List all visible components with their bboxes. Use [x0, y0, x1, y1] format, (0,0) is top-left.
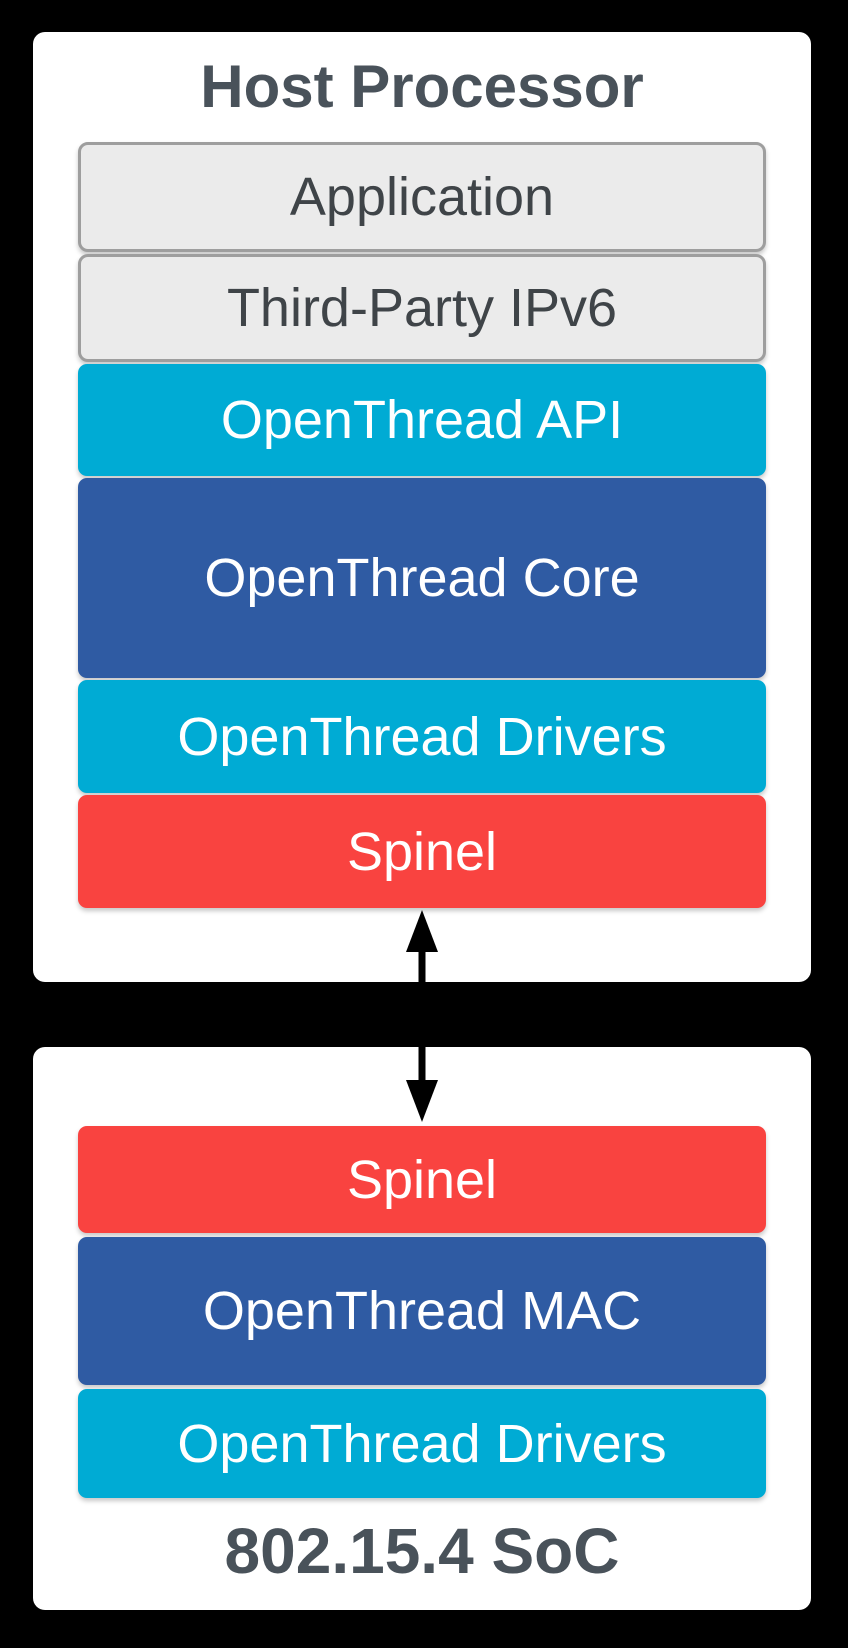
soc-panel-title: 802.15.4 SoC	[224, 1514, 620, 1587]
layer-label: Application	[289, 167, 555, 227]
bidirectional-arrow-icon	[406, 910, 438, 1122]
layer-label: Spinel	[346, 1149, 498, 1210]
layer-openthread-drivers-soc: OpenThread Drivers	[78, 1389, 766, 1498]
layer-openthread-core: OpenThread Core	[78, 478, 766, 678]
layer-label: OpenThread API	[220, 390, 624, 450]
layer-label: Third-Party IPv6	[226, 278, 618, 338]
layer-third-party-ipv6: Third-Party IPv6	[78, 254, 766, 362]
layer-application: Application	[78, 142, 766, 252]
layer-label: OpenThread Core	[204, 548, 640, 608]
layer-spinel-soc: Spinel	[78, 1126, 766, 1233]
layer-openthread-drivers-host: OpenThread Drivers	[78, 680, 766, 793]
soc-panel: Spinel OpenThread MAC OpenThread Drivers…	[33, 1047, 811, 1610]
layer-label: OpenThread MAC	[202, 1281, 642, 1341]
layer-label: OpenThread Drivers	[177, 706, 667, 767]
layer-label: OpenThread Drivers	[177, 1413, 667, 1474]
host-processor-panel: Host Processor Application Third-Party I…	[33, 32, 811, 982]
host-layer-stack: Application Third-Party IPv6 OpenThread …	[78, 142, 766, 910]
layer-label: Spinel	[346, 821, 498, 882]
host-panel-title: Host Processor	[200, 53, 644, 120]
layer-openthread-mac: OpenThread MAC	[78, 1237, 766, 1385]
layer-spinel-host: Spinel	[78, 795, 766, 908]
layer-openthread-api: OpenThread API	[78, 364, 766, 476]
soc-layer-stack: Spinel OpenThread MAC OpenThread Drivers	[78, 1126, 766, 1502]
